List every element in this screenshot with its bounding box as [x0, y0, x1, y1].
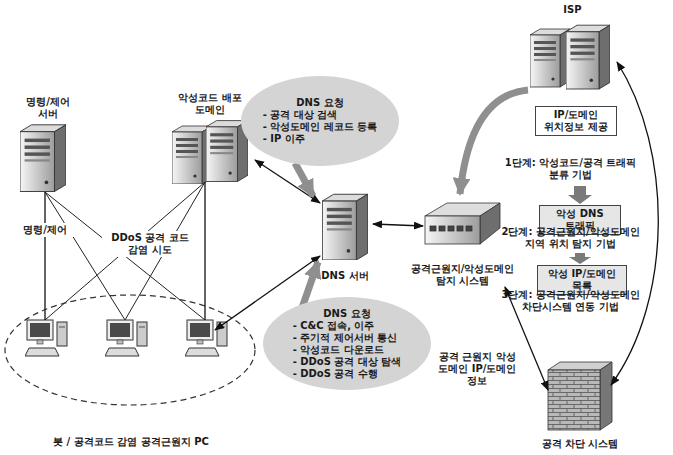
- callout-arrow: [295, 163, 313, 196]
- callout-list: - C&C 접속, 이주- 주기적 제어서버 통신- 악성코드 다운로드- DD…: [293, 320, 402, 380]
- server-icon: [530, 29, 570, 87]
- callout-item: - 악성코드 다운로드: [293, 344, 402, 356]
- server-node: ISP: [525, 4, 620, 96]
- pc-icon: [25, 320, 67, 356]
- server-icon: [566, 25, 610, 89]
- connector: [44, 192, 45, 320]
- pc-icon: [105, 320, 147, 356]
- edge-label: DDoS 공격 코드 감염 시도: [102, 231, 198, 257]
- callout-item: - 악성도메인 레코드 등록: [263, 121, 378, 133]
- edge-label: 공격 근원지 악성 도메인 IP/도메인 정보: [433, 350, 521, 388]
- node-label: 악성코드 배포 도메인: [170, 92, 250, 116]
- connector: [204, 182, 205, 320]
- callout-arrow: [460, 90, 528, 194]
- node-label: 공격 차단 시스템: [542, 438, 619, 450]
- connector: [255, 160, 320, 203]
- box-label: 악성 IP/도메인 목록: [541, 268, 623, 292]
- server-icon: [322, 194, 367, 260]
- server-node: DNS 서버: [305, 188, 385, 282]
- server-node: 명령/제어 서버: [8, 96, 88, 194]
- callout-bubble: DNS 요청- 공격 대상 검색- 악성도메인 레코드 등록- IP 이주: [240, 75, 400, 167]
- box-label: 악성 DNS 트래픽: [543, 208, 617, 232]
- callout-item: - DDoS 공격 수행: [293, 368, 402, 380]
- node-label: 명령/제어 서버: [20, 96, 76, 120]
- server-node: 악성코드 배포 도메인: [160, 92, 260, 184]
- connector: [505, 287, 548, 390]
- node-label: DNS 서버: [321, 270, 368, 282]
- firewall-icon: [548, 362, 612, 430]
- callout-bubble: DNS 요청- C&C 접속, 이주- 주기적 제어서버 통신- 악성코드 다운…: [262, 296, 432, 391]
- callout-heading: DNS 요청: [323, 308, 370, 320]
- callout-item: - DDoS 공격 대상 탐색: [293, 356, 402, 368]
- node-label: ISP: [563, 4, 581, 16]
- detection-device: [425, 203, 500, 244]
- callout-item: - C&C 접속, 이주: [293, 320, 402, 332]
- result-box: 악성 IP/도메인 목록: [537, 265, 627, 295]
- result-box: 악성 DNS 트래픽: [539, 205, 621, 235]
- device-node: 공격근원지/악성도메인 탐지 시스템: [405, 192, 520, 287]
- bot-group-outline: [5, 295, 255, 405]
- callout-list: - 공격 대상 검색- 악성도메인 레코드 등록- IP 이주: [263, 109, 378, 145]
- step-arrow: [568, 186, 592, 204]
- step-label: 1단계: 악성코드/공격 트래픽 분류 기법: [498, 157, 643, 181]
- box-label: IP/도메인 위치정보 제공: [540, 109, 612, 133]
- callout-heading: DNS 요청: [296, 97, 343, 109]
- node-label: 봇 / 공격코드 감염 공격근원지 PC: [53, 436, 209, 448]
- callout-item: - IP 이주: [263, 133, 378, 145]
- server-icon: [20, 125, 66, 192]
- node-label: 공격근원지/악성도메인 탐지 시스템: [407, 263, 519, 287]
- bot-group: 봇 / 공격코드 감염 공격근원지 PC: [5, 292, 257, 448]
- firewall-node: 공격 차단 시스템: [525, 355, 635, 450]
- callout-item: - 주기적 제어서버 통신: [293, 332, 402, 344]
- server-icon: [206, 121, 248, 182]
- connector: [373, 224, 423, 226]
- step-arrow: [569, 253, 591, 264]
- edge-label: 명령/제어: [8, 223, 82, 237]
- callout-item: - 공격 대상 검색: [263, 109, 378, 121]
- info-box: IP/도메인 위치정보 제공: [535, 106, 617, 136]
